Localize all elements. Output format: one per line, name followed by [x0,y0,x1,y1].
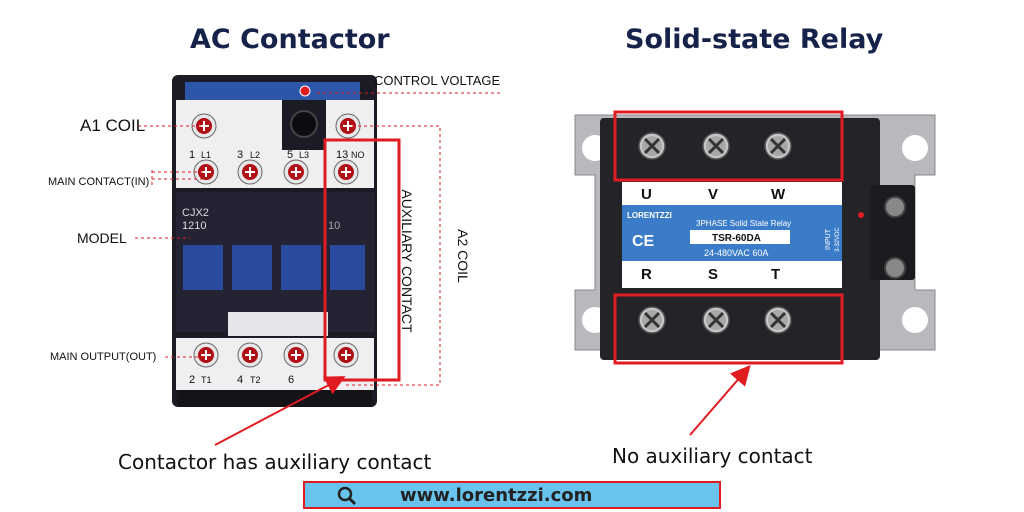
model-text-line2: 1210 [182,220,206,232]
control-voltage-label: CONTROL VOLTAGE [374,73,501,88]
relay-model: TSR-60DA [712,233,761,244]
model-label: MODEL [77,230,127,246]
contactor-device [172,75,377,407]
terminal-label-4: 4 [237,374,243,386]
phase-t-label: T [771,266,780,283]
url-banner[interactable]: www.lorentzzi.com [303,481,721,509]
terminal-label-1: 1 [189,149,195,161]
terminal-label-l2: L2 [250,150,260,160]
a1-coil-label: A1 COIL [80,116,146,135]
relay-caption-arrow [689,364,751,436]
auxiliary-contact-highlight [323,138,401,382]
terminal-label-6: 6 [288,374,294,386]
phase-v-label: V [708,186,718,203]
terminal-label-2: 2 [189,374,195,386]
phase-w-label: W [771,186,786,203]
model-text-line1: CJX2 [182,207,209,219]
relay-product-line: 3PHASE Solid State Relay [696,219,791,228]
auxiliary-contact-label: AUXILIARY CONTACT [399,189,415,333]
solid-state-relay-title: Solid-state Relay [625,24,884,55]
phase-r-label: R [641,266,652,283]
relay-brand: LORENTZZI [627,211,672,220]
a2-coil-label: A2 COIL [455,229,471,283]
terminal-label-t2: T2 [250,375,261,385]
terminal-label-l3: L3 [299,150,309,160]
relay-bottom-terminals-highlight [613,293,844,365]
contactor-leader-lines [135,92,500,386]
relay-input-label: INPUT [825,228,832,250]
terminal-label-13: 13 [336,149,348,161]
website-url[interactable]: www.lorentzzi.com [400,485,593,506]
search-icon [337,486,357,506]
main-output-out-label: MAIN OUTPUT(OUT) [50,351,157,363]
relay-top-terminals-highlight [613,110,844,182]
relay-caption: No auxiliary contact [612,444,813,468]
ac-contactor-title: AC Contactor [190,24,390,55]
ce-mark: CE [632,233,655,250]
terminal-label-no: NO [351,150,365,160]
relay-input-range: 3-32VDC [835,227,841,252]
aux-number-text: 10 [328,220,340,232]
relay-rating: 24-480VAC 60A [704,248,768,258]
phase-s-label: S [708,266,718,283]
phase-u-label: U [641,186,652,203]
contactor-caption-arrow [214,376,346,446]
terminal-label-l1: L1 [201,150,211,160]
terminal-label-t1: T1 [201,375,212,385]
contactor-caption: Contactor has auxiliary contact [118,450,432,474]
terminal-label-5: 5 [287,149,293,161]
terminal-label-3: 3 [237,149,243,161]
main-contact-in-label: MAIN CONTACT(IN) [48,176,150,188]
